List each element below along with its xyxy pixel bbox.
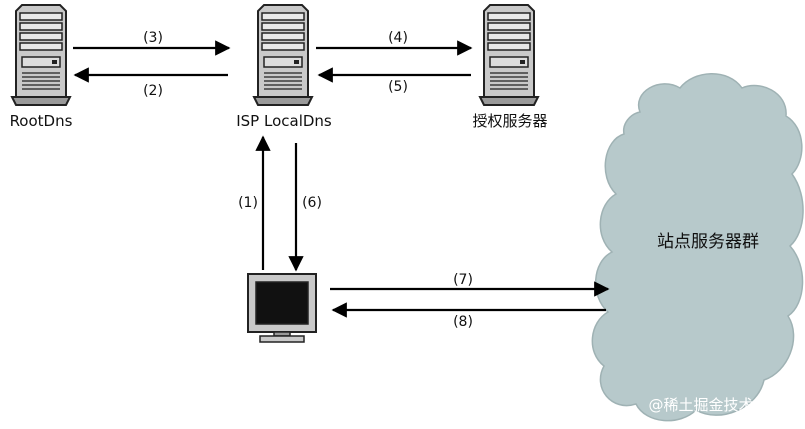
monitor-icon [247, 273, 317, 343]
watermark: @稀土掘金技术社区 [648, 396, 783, 414]
step-label: (7) [453, 272, 473, 288]
isp-local-dns-server: ISP LocalDns [236, 4, 332, 130]
step-label: (3) [143, 30, 163, 46]
site-cluster-label: 站点服务器群 [657, 232, 759, 252]
server-icon [479, 4, 539, 106]
cloud-icon [591, 73, 804, 422]
root-dns-label: RootDns [10, 112, 73, 130]
server-icon [253, 4, 313, 106]
step-label: (1) [238, 195, 258, 211]
flow-arrows [73, 40, 610, 318]
authoritative-server-label: 授权服务器 [472, 112, 547, 130]
authoritative-server: 授权服务器 [472, 4, 548, 130]
site-server-cluster: 站点服务器群 @稀土掘金技术社区 [591, 73, 804, 422]
client-computer [247, 273, 317, 343]
step-label: (2) [143, 83, 163, 99]
step-label: (6) [302, 195, 322, 211]
step-label: (4) [388, 30, 408, 46]
step-label: (5) [388, 79, 408, 95]
root-dns-server: RootDns [10, 4, 73, 130]
isp-local-dns-label: ISP LocalDns [236, 112, 332, 130]
server-icon [11, 4, 71, 106]
step-label: (8) [453, 314, 473, 330]
